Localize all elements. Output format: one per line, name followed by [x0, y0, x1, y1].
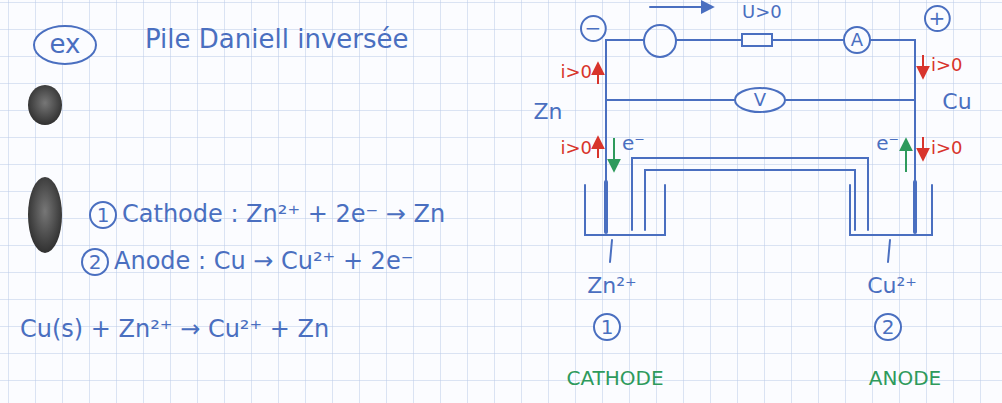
wire — [871, 40, 915, 232]
circle-shape — [90, 202, 116, 228]
electrode-label: Cu — [942, 89, 971, 114]
wire — [676, 39, 742, 41]
wire — [772, 39, 843, 41]
circled-text: + — [924, 5, 951, 30]
circled-label: 2 — [81, 248, 109, 276]
wire — [786, 99, 915, 101]
current-label: i>0 — [931, 138, 963, 159]
overall-equation: Cu(s) + Zn²⁺ → Cu²⁺ + Zn — [20, 316, 329, 344]
current-label: i>0 — [560, 62, 592, 83]
circled-label: 1 — [89, 201, 117, 229]
circle-shape — [844, 27, 870, 53]
punch-hole — [28, 85, 62, 125]
resistor-symbol — [742, 34, 772, 46]
ion-label: Zn²⁺ — [587, 273, 636, 298]
generator-symbol — [644, 25, 676, 57]
electrode-label: Zn — [533, 99, 562, 124]
circled-label: ex — [33, 25, 97, 65]
circled-label: 1 — [593, 313, 621, 341]
current-arrow — [597, 64, 599, 84]
salt-bridge — [632, 158, 868, 230]
circle-shape — [925, 6, 950, 31]
current-arrow — [922, 55, 924, 77]
circled-text: A — [843, 26, 871, 50]
beaker — [585, 185, 665, 235]
wire — [606, 40, 644, 232]
wires — [585, 7, 932, 262]
circled-label: A — [843, 26, 871, 54]
half-equation: Cathode : Zn²⁺ + 2e⁻ → Zn — [122, 201, 445, 229]
current-label: i>0 — [560, 138, 592, 159]
title: Pile Daniell inversée — [145, 25, 409, 55]
electron-label: e⁻ — [876, 132, 899, 155]
electrode — [604, 182, 608, 232]
circle-shape — [735, 88, 785, 112]
current-arrow — [922, 137, 924, 159]
electron-label: e⁻ — [622, 132, 645, 155]
half-equation: Anode : Cu → Cu²⁺ + 2e⁻ — [114, 248, 413, 276]
circled-label: − — [580, 15, 607, 42]
ion-label: Cu²⁺ — [867, 273, 917, 298]
voltage-arrow — [650, 6, 712, 8]
punch-hole — [28, 177, 62, 253]
circled-text: ex — [33, 25, 97, 60]
circled-text: 2 — [81, 248, 109, 274]
electrode — [913, 182, 917, 232]
circled-label: V — [734, 87, 786, 113]
circle-shape — [34, 26, 96, 64]
circled-text: V — [734, 87, 786, 110]
voltage-label: U>0 — [742, 2, 782, 23]
salt-bridge — [645, 170, 855, 230]
current-arrow — [597, 138, 599, 158]
circle-shape — [875, 314, 901, 340]
electrode-role: ANODE — [869, 367, 941, 390]
leader-line — [888, 240, 890, 262]
circled-text: 1 — [89, 201, 117, 227]
current-label: i>0 — [931, 55, 963, 76]
circled-label: 2 — [874, 313, 902, 341]
circled-text: − — [580, 15, 607, 40]
circled-text: 2 — [874, 313, 902, 339]
circled-label: + — [924, 5, 951, 32]
circle-shape — [581, 16, 606, 41]
current-arrows — [598, 55, 923, 159]
circle-shape — [594, 314, 620, 340]
circle-shape — [82, 249, 108, 275]
beaker — [850, 185, 932, 235]
electrode-role: CATHODE — [566, 367, 663, 390]
wire — [606, 99, 734, 101]
electron-arrow — [905, 140, 907, 172]
electron-arrows — [614, 138, 906, 172]
leader-line — [610, 240, 612, 262]
circled-text: 1 — [593, 313, 621, 339]
electron-arrow — [613, 138, 615, 170]
